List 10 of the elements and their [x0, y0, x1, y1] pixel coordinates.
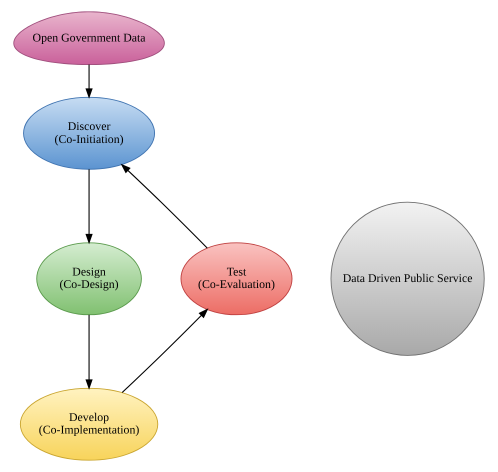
node-circle: Data Driven Public Service [330, 202, 485, 356]
arrow [85, 169, 93, 244]
arrow [85, 314, 93, 390]
node-ellipse: Develop (Co-Implementation) [20, 388, 158, 461]
arrow [120, 164, 208, 248]
arrow [122, 308, 208, 393]
node-ellipse: Discover (Co-Initiation) [23, 96, 156, 170]
arrow [85, 64, 93, 99]
node-ellipse: Design (Co-Design) [36, 242, 142, 316]
node-ellipse: Test (Co-Evaluation) [180, 242, 292, 316]
